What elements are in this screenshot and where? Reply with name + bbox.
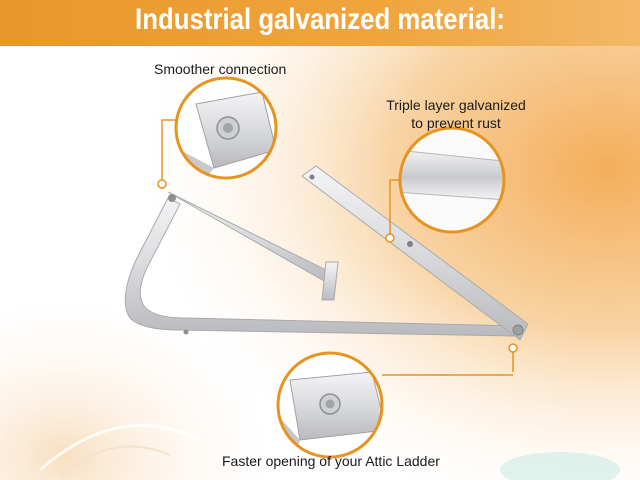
metal-bar-zoom bbox=[398, 126, 506, 234]
hinge-arm bbox=[124, 191, 519, 337]
page-title: Industrial galvanized material: bbox=[135, 3, 505, 36]
title-band bbox=[0, 0, 640, 46]
triple-layer-label: Triple layer galvanized to prevent rust bbox=[376, 96, 536, 132]
triple-layer-line2: to prevent rust bbox=[411, 115, 501, 131]
triple-layer-line1: Triple layer galvanized bbox=[386, 97, 526, 113]
bolt-detail-zoom bbox=[174, 76, 278, 180]
hinge-joint-zoom bbox=[276, 351, 384, 459]
faster-opening-label: Faster opening of your Attic Ladder bbox=[222, 453, 440, 469]
smoother-connection-label: Smoother connection bbox=[154, 61, 287, 77]
slide-bar bbox=[301, 165, 529, 341]
